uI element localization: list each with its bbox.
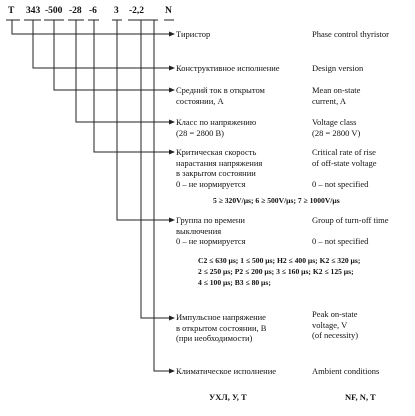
turnoff-groups-line-3: 4 ≤ 100 μs; B3 ≤ 80 μs; [198, 278, 271, 287]
turnoff-groups-line-1: C2 ≤ 630 μs; 1 ≤ 500 μs; H2 ≤ 400 μs; K2… [198, 256, 361, 265]
leader-line-7 [140, 20, 172, 319]
row-current-ru: Средний ток в открытом состоянии, А [176, 85, 265, 106]
row-thyristor-en: Phase control thyristor [312, 29, 389, 39]
row-peak-voltage-en: Peak on-state voltage, V (of necessity) [312, 309, 359, 340]
leader-line-8 [153, 20, 172, 372]
arrow-head-4 [169, 119, 175, 125]
code-28: -28 [69, 6, 82, 16]
row-turnoff-en: Group of turn-off time 0 – not specified [312, 215, 389, 246]
leader-line-2 [32, 20, 172, 69]
arrow-head-3 [169, 87, 175, 93]
turnoff-groups-line-2: 2 ≤ 250 μs; P2 ≤ 200 μs; 3 ≤ 160 μs; K2 … [198, 267, 354, 276]
row-turnoff-ru: Группа по времени выключения 0 – не норм… [176, 215, 246, 246]
row-design-ru: Конструктивное исполнение [176, 63, 280, 73]
row-thyristor-ru: Тиристор [176, 29, 211, 39]
row-climate-ru: Климатическое исполнение [176, 366, 277, 376]
code-500: -500 [45, 6, 63, 16]
arrow-head-6 [169, 217, 175, 223]
climate-values-en: NF, N, T [345, 392, 376, 402]
leader-line-4 [75, 20, 172, 123]
arrow-head-1 [169, 31, 175, 37]
code-t: T [8, 6, 15, 16]
arrow-head-2 [169, 65, 175, 71]
code-n: N [165, 6, 172, 16]
leader-line-6 [116, 20, 172, 221]
climate-values-ru: УХЛ, У, Т [209, 392, 247, 402]
leader-line-3 [53, 20, 172, 91]
row-dvdt-en: Critical rate of rise of off-state volta… [312, 147, 377, 189]
row-peak-voltage-ru: Импульсное напряжение в открытом состоян… [176, 312, 267, 343]
code-343: 343 [26, 6, 41, 16]
row-climate-en: Ambient conditions [312, 366, 380, 376]
dvdt-classes: 5 ≥ 320V/μs; 6 ≥ 500V/μs; 7 ≥ 1000V/μs [213, 196, 340, 205]
arrow-head-7 [169, 315, 175, 321]
row-voltage-ru: Класс по напряжению (28 = 2800 В) [176, 117, 257, 138]
row-voltage-en: Voltage class (28 = 2800 V) [312, 117, 361, 138]
code-6: -6 [89, 6, 97, 16]
code-3: 3 [114, 6, 119, 16]
code-2-2: -2,2 [129, 6, 145, 16]
arrow-head-5 [169, 149, 175, 155]
leader-line-1 [11, 20, 172, 35]
row-dvdt-ru: Критическая скорость нарастания напряжен… [176, 147, 263, 189]
arrow-head-8 [169, 368, 175, 374]
leader-line-5 [93, 20, 172, 153]
row-design-en: Design version [312, 63, 364, 73]
row-current-en: Mean on-state current, A [312, 85, 361, 106]
